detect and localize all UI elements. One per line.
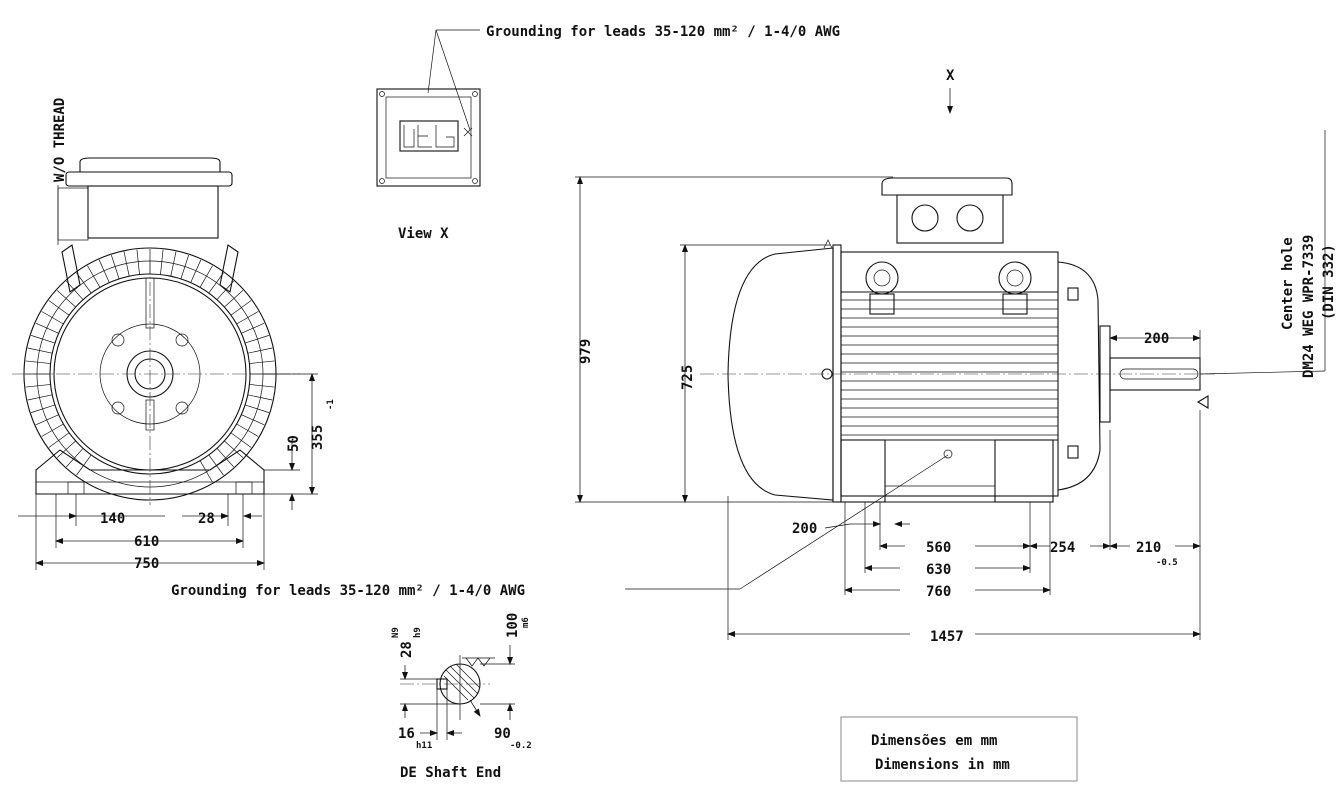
wo-thread-label: W/O THREAD	[52, 98, 68, 182]
front-view: W/O THREAD	[12, 98, 336, 572]
dim-979: 979	[578, 339, 594, 364]
view-x-group: Grounding for leads 35-120 mm² / 1-4/0 A…	[376, 24, 840, 242]
legend-en: Dimensions in mm	[875, 757, 1010, 773]
center-hole-spec: DM24 WEG WPR-7339	[1301, 235, 1317, 378]
de-shaft-end: 28 N9 h9 100 m6 16 h11 90 -0.2 DE Shaft …	[391, 613, 532, 781]
shaft-tol-16: h11	[416, 741, 432, 751]
shaft-tol-90: -0.2	[510, 741, 532, 751]
dim-630: 630	[926, 562, 951, 578]
grounding-mid-group: Grounding for leads 35-120 mm² / 1-4/0 A…	[171, 454, 949, 599]
view-x-label: View X	[398, 226, 449, 242]
terminal-box-top-view	[376, 88, 481, 187]
shaft-dim-16: 16	[398, 726, 415, 742]
shaft-dim-28: 28	[399, 641, 415, 658]
grounding-label-top: Grounding for leads 35-120 mm² / 1-4/0 A…	[486, 24, 840, 40]
shaft-tol-28-n9: N9	[391, 627, 401, 638]
shaft-dim-90: 90	[494, 726, 511, 742]
dim-28-front: 28	[198, 511, 215, 527]
tol-210: -0.5	[1156, 558, 1178, 568]
tol-355: -1	[326, 399, 336, 410]
weg-logo	[399, 120, 459, 152]
legend-pt: Dimensões em mm	[871, 733, 997, 749]
dim-200-shaft: 200	[1144, 331, 1169, 347]
grounding-label-mid: Grounding for leads 35-120 mm² / 1-4/0 A…	[171, 583, 525, 599]
dim-725: 725	[680, 365, 696, 390]
dim-560: 560	[926, 540, 951, 556]
units-legend: Dimensões em mm Dimensions in mm	[840, 716, 1078, 782]
x-marker: X	[946, 68, 955, 84]
shaft-dim-100: 100	[505, 613, 521, 638]
side-view: X Cen	[575, 68, 1337, 645]
dim-140: 140	[100, 511, 125, 527]
dim-50: 50	[286, 435, 302, 452]
dim-200-base: 200	[792, 521, 817, 537]
shaft-tol-28-h9: h9	[413, 627, 423, 638]
dim-760: 760	[926, 584, 951, 600]
dim-210: 210	[1136, 540, 1161, 556]
center-hole-label: Center hole	[1280, 237, 1296, 330]
dim-750: 750	[134, 556, 159, 572]
shaft-tol-100: m6	[521, 617, 531, 628]
dim-254: 254	[1050, 540, 1075, 556]
dim-1457: 1457	[930, 629, 964, 645]
center-hole-din: (DIN 332)	[1321, 244, 1337, 320]
dim-355: 355	[310, 425, 326, 450]
dim-610: 610	[134, 534, 159, 550]
de-shaft-end-label: DE Shaft End	[400, 765, 501, 781]
